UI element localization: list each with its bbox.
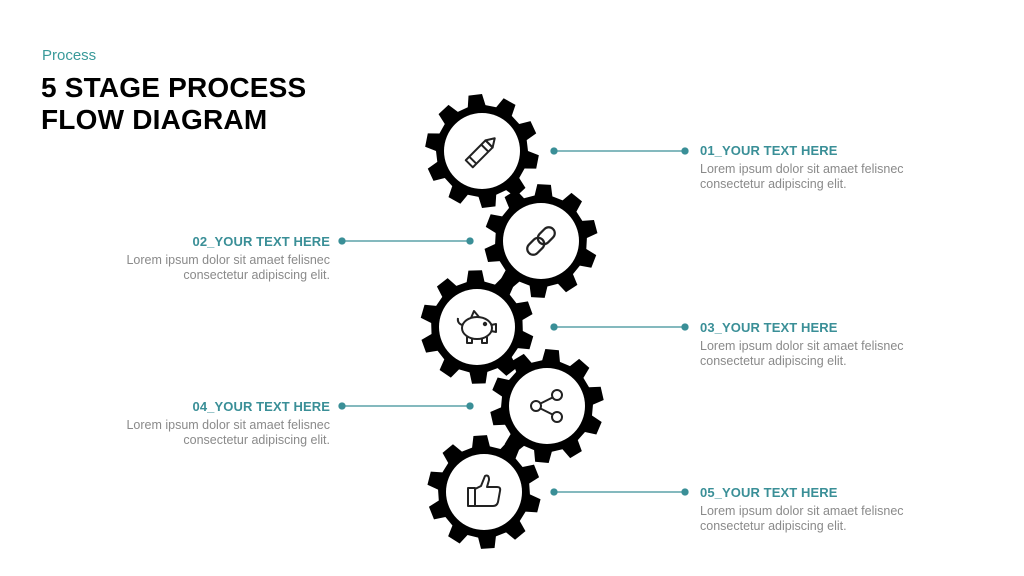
step-3-heading: 03_YOUR TEXT HERE	[700, 320, 838, 335]
step-3-line-2: consectetur adipiscing elit.	[700, 354, 847, 368]
step-5-line-1: Lorem ipsum dolor sit amaet felisnec	[700, 504, 904, 518]
gears	[420, 94, 604, 549]
step-5-line-2: consectetur adipiscing elit.	[700, 519, 847, 533]
step-3-description: Lorem ipsum dolor sit amaet felisnec con…	[700, 339, 940, 369]
step-4-heading: 04_YOUR TEXT HERE	[192, 399, 330, 414]
step-1: 01_YOUR TEXT HERE Lorem ipsum dolor sit …	[700, 143, 940, 192]
title-line-1: 5 STAGE PROCESS	[41, 72, 307, 103]
pencil-icon	[464, 137, 496, 169]
page-title: 5 STAGE PROCESS FLOW DIAGRAM	[41, 72, 306, 136]
step-1-line-2: consectetur adipiscing elit.	[700, 177, 847, 191]
step-2: 02_YOUR TEXT HERE Lorem ipsum dolor sit …	[90, 234, 330, 283]
gear-2-center	[503, 203, 579, 279]
connector-2	[338, 237, 474, 245]
step-1-description: Lorem ipsum dolor sit amaet felisnec con…	[700, 162, 940, 192]
step-2-line-2: consectetur adipiscing elit.	[183, 268, 330, 282]
connector-4	[338, 402, 474, 410]
step-2-description: Lorem ipsum dolor sit amaet felisnec con…	[90, 253, 330, 283]
link-icon	[526, 226, 556, 256]
step-3: 03_YOUR TEXT HERE Lorem ipsum dolor sit …	[700, 320, 940, 369]
step-4-description: Lorem ipsum dolor sit amaet felisnec con…	[90, 418, 330, 448]
step-4: 04_YOUR TEXT HERE Lorem ipsum dolor sit …	[90, 399, 330, 448]
step-4-line-1: Lorem ipsum dolor sit amaet felisnec	[126, 418, 330, 432]
title-line-2: FLOW DIAGRAM	[41, 104, 268, 135]
connector-3	[550, 323, 689, 331]
step-5-heading: 05_YOUR TEXT HERE	[700, 485, 838, 500]
connector-1	[550, 147, 689, 155]
share-icon	[530, 389, 563, 423]
step-4-line-2: consectetur adipiscing elit.	[183, 433, 330, 447]
gear-4-center	[509, 368, 585, 444]
step-1-heading: 01_YOUR TEXT HERE	[700, 143, 838, 158]
step-1-line-1: Lorem ipsum dolor sit amaet felisnec	[700, 162, 904, 176]
gear-3-center	[439, 289, 515, 365]
connectors	[338, 147, 689, 496]
step-3-line-1: Lorem ipsum dolor sit amaet felisnec	[700, 339, 904, 353]
step-5: 05_YOUR TEXT HERE Lorem ipsum dolor sit …	[700, 485, 940, 534]
gear-1-center	[444, 113, 520, 189]
step-2-line-1: Lorem ipsum dolor sit amaet felisnec	[126, 253, 330, 267]
thumbs-up-icon	[467, 474, 502, 507]
step-2-heading: 02_YOUR TEXT HERE	[192, 234, 330, 249]
piggy-bank-icon	[456, 310, 497, 344]
connector-5	[550, 488, 689, 496]
step-5-description: Lorem ipsum dolor sit amaet felisnec con…	[700, 504, 940, 534]
gear-5-center	[446, 454, 522, 530]
section-kicker: Process	[42, 47, 97, 64]
